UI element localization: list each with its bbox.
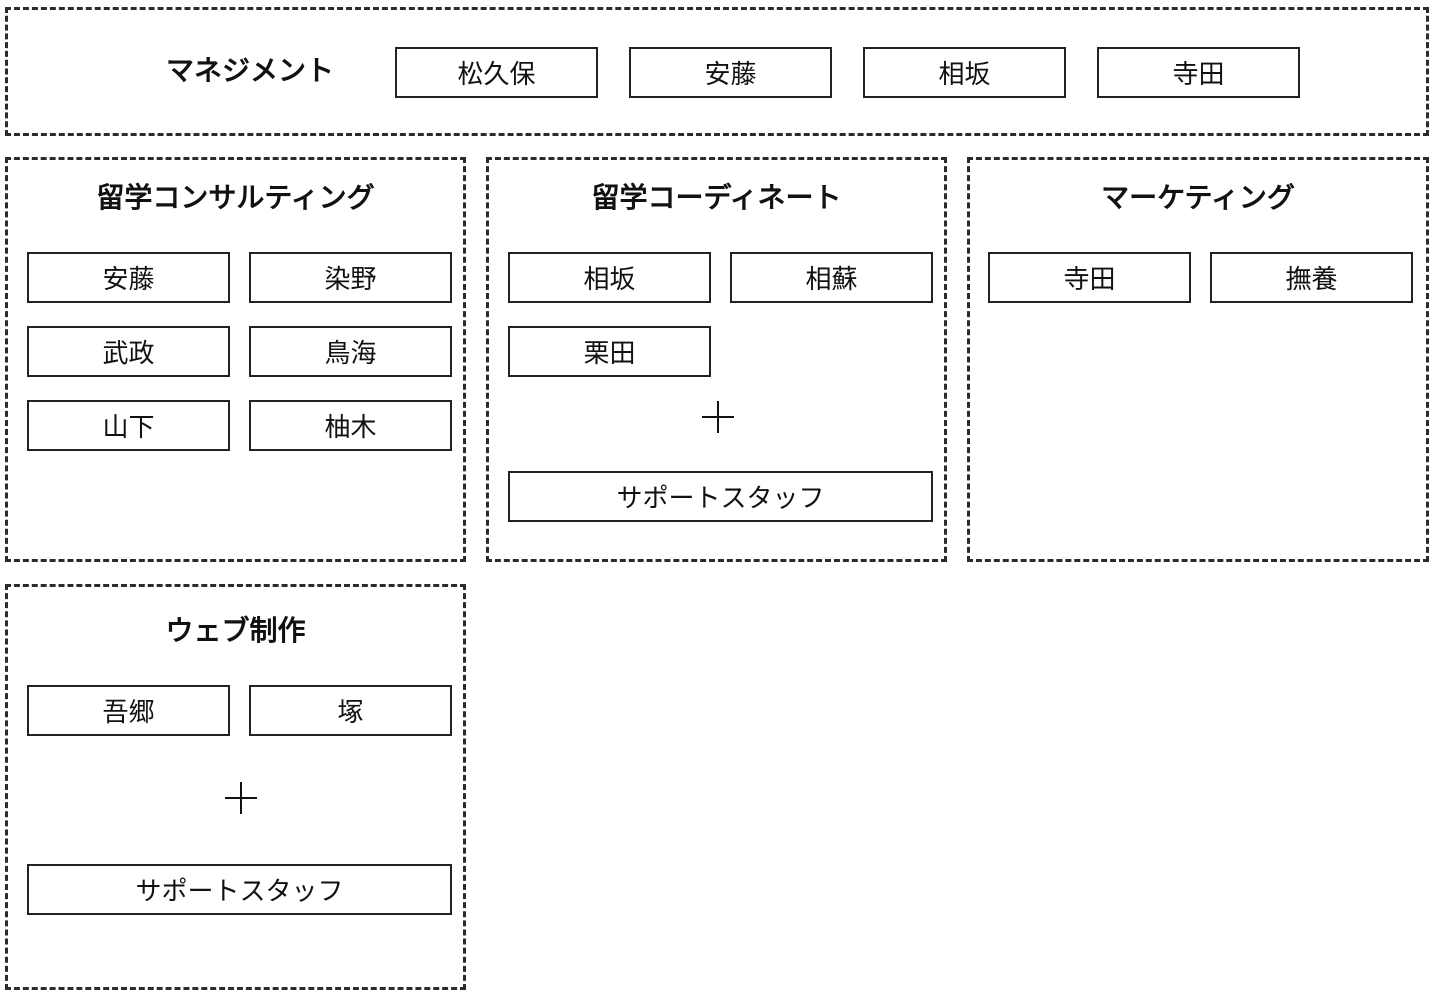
consulting-group: 留学コンサルティング 安藤 染野 武政 鳥海 山下 柚木 [5, 157, 466, 562]
consulting-member-box: 染野 [249, 252, 452, 303]
marketing-member-box: 寺田 [988, 252, 1191, 303]
management-member-box: 松久保 [395, 47, 598, 98]
coordinate-group: 留学コーディネート 相坂 相蘇 栗田 サポートスタッフ [486, 157, 947, 562]
plus-icon [221, 778, 261, 818]
web-title: ウェブ制作 [165, 614, 306, 647]
management-member-box: 寺田 [1097, 47, 1300, 98]
consulting-member-box: 柚木 [249, 400, 452, 451]
coordinate-title: 留学コーディネート [591, 181, 842, 214]
management-member-box: 安藤 [629, 47, 832, 98]
coordinate-member-box: 相蘇 [730, 252, 933, 303]
coordinate-member-box: 相坂 [508, 252, 711, 303]
management-member-box: 相坂 [863, 47, 1066, 98]
plus-icon [698, 397, 738, 437]
web-group: ウェブ制作 吾郷 塚 サポートスタッフ [5, 584, 466, 990]
coordinate-member-box: 栗田 [508, 326, 711, 377]
coordinate-support-box: サポートスタッフ [508, 471, 933, 522]
management-group: マネジメント 松久保 安藤 相坂 寺田 [5, 7, 1429, 136]
consulting-member-box: 鳥海 [249, 326, 452, 377]
marketing-title: マーケティング [1101, 181, 1295, 214]
marketing-member-box: 撫養 [1210, 252, 1413, 303]
consulting-member-box: 安藤 [27, 252, 230, 303]
web-support-box: サポートスタッフ [27, 864, 452, 915]
marketing-group: マーケティング 寺田 撫養 [967, 157, 1429, 562]
consulting-member-box: 山下 [27, 400, 230, 451]
web-member-box: 吾郷 [27, 685, 230, 736]
web-member-box: 塚 [249, 685, 452, 736]
management-title: マネジメント [166, 54, 335, 87]
consulting-title: 留学コンサルティング [96, 181, 375, 214]
consulting-member-box: 武政 [27, 326, 230, 377]
